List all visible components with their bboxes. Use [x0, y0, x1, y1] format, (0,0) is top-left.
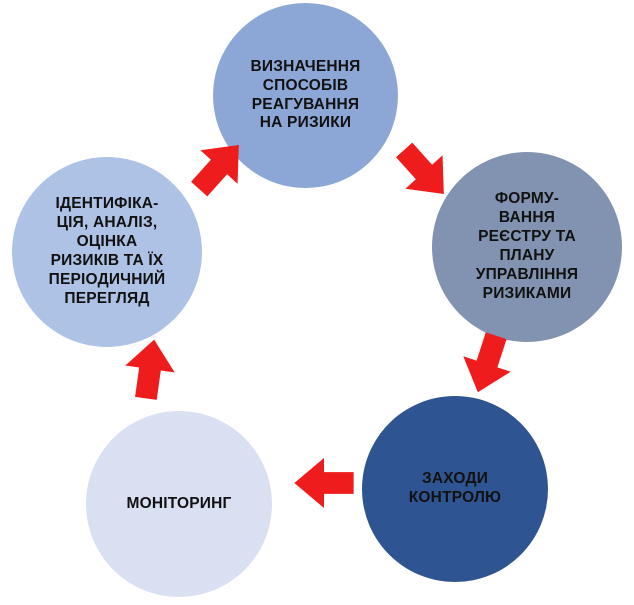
cycle-node-controls[interactable]: ЗАХОДИ КОНТРОЛЮ: [362, 396, 548, 582]
cycle-node-monitoring-label: МОНІТОРИНГ: [126, 494, 232, 512]
cycle-node-controls-label: ЗАХОДИ КОНТРОЛЮ: [408, 470, 502, 506]
cycle-node-register-label: ФОРМУ- ВАННЯ РЕЄСТРУ ТА ПЛАНУ УПРАВЛІННЯ…: [475, 190, 579, 302]
cycle-node-monitoring[interactable]: МОНІТОРИНГ: [86, 411, 272, 597]
cycle-node-register[interactable]: ФОРМУ- ВАННЯ РЕЄСТРУ ТА ПЛАНУ УПРАВЛІННЯ…: [432, 152, 622, 342]
cycle-node-response[interactable]: ВИЗНАЧЕННЯ СПОСОБІВ РЕАГУВАННЯ НА РИЗИКИ: [213, 3, 398, 188]
cycle-node-identification[interactable]: ІДЕНТИФІКА- ЦІЯ, АНАЛІЗ, ОЦІНКА РИЗИКІВ …: [12, 157, 202, 347]
cycle-node-response-label: ВИЗНАЧЕННЯ СПОСОБІВ РЕАГУВАННЯ НА РИЗИКИ: [250, 57, 361, 132]
cycle-node-identification-label: ІДЕНТИФІКА- ЦІЯ, АНАЛІЗ, ОЦІНКА РИЗИКІВ …: [48, 195, 166, 307]
arrow-controls-to-monitoring-icon: [285, 444, 363, 522]
